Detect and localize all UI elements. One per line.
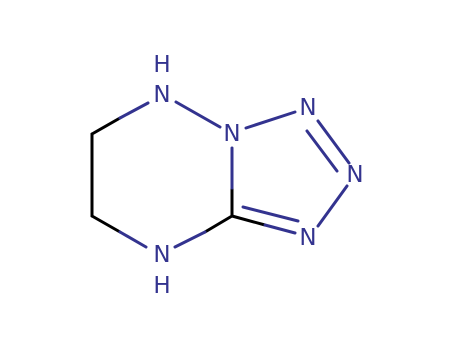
bonds-nitrogen <box>118 100 351 249</box>
bond-c8a-half-n <box>203 214 234 234</box>
bond-nh-top-n1 <box>174 100 222 129</box>
atom-n-right: N <box>346 162 363 188</box>
atom-n-top: N <box>153 82 170 108</box>
bond-nh-bottom-c8a <box>173 230 207 249</box>
bond-c8a-n4-outer <box>263 223 297 235</box>
bond-c8a-n4-inner <box>241 205 300 223</box>
bond-c8a-half-n4 <box>230 214 267 227</box>
bonds-carbon <box>90 116 267 234</box>
bond-n2-n3-a <box>316 119 351 165</box>
atom-n-bottom: N <box>153 242 170 268</box>
bond-n2-n3-b <box>305 129 339 173</box>
atom-labels: N H N N N N N H <box>153 52 363 299</box>
bond-c5-half <box>90 116 122 136</box>
bond-c5-nh-top <box>118 101 150 120</box>
bond-c6-half <box>90 214 122 234</box>
bond-n1-n2 <box>244 110 297 130</box>
atom-h-top: H <box>153 52 170 78</box>
atom-n-bridge: N <box>223 121 240 147</box>
bond-c6-nh-bottom <box>118 230 148 249</box>
atom-h-bottom: H <box>153 273 170 299</box>
atom-n-lower-right: N <box>299 225 316 251</box>
bond-n3-n4 <box>316 184 349 228</box>
atom-n-upper-right: N <box>299 95 316 121</box>
